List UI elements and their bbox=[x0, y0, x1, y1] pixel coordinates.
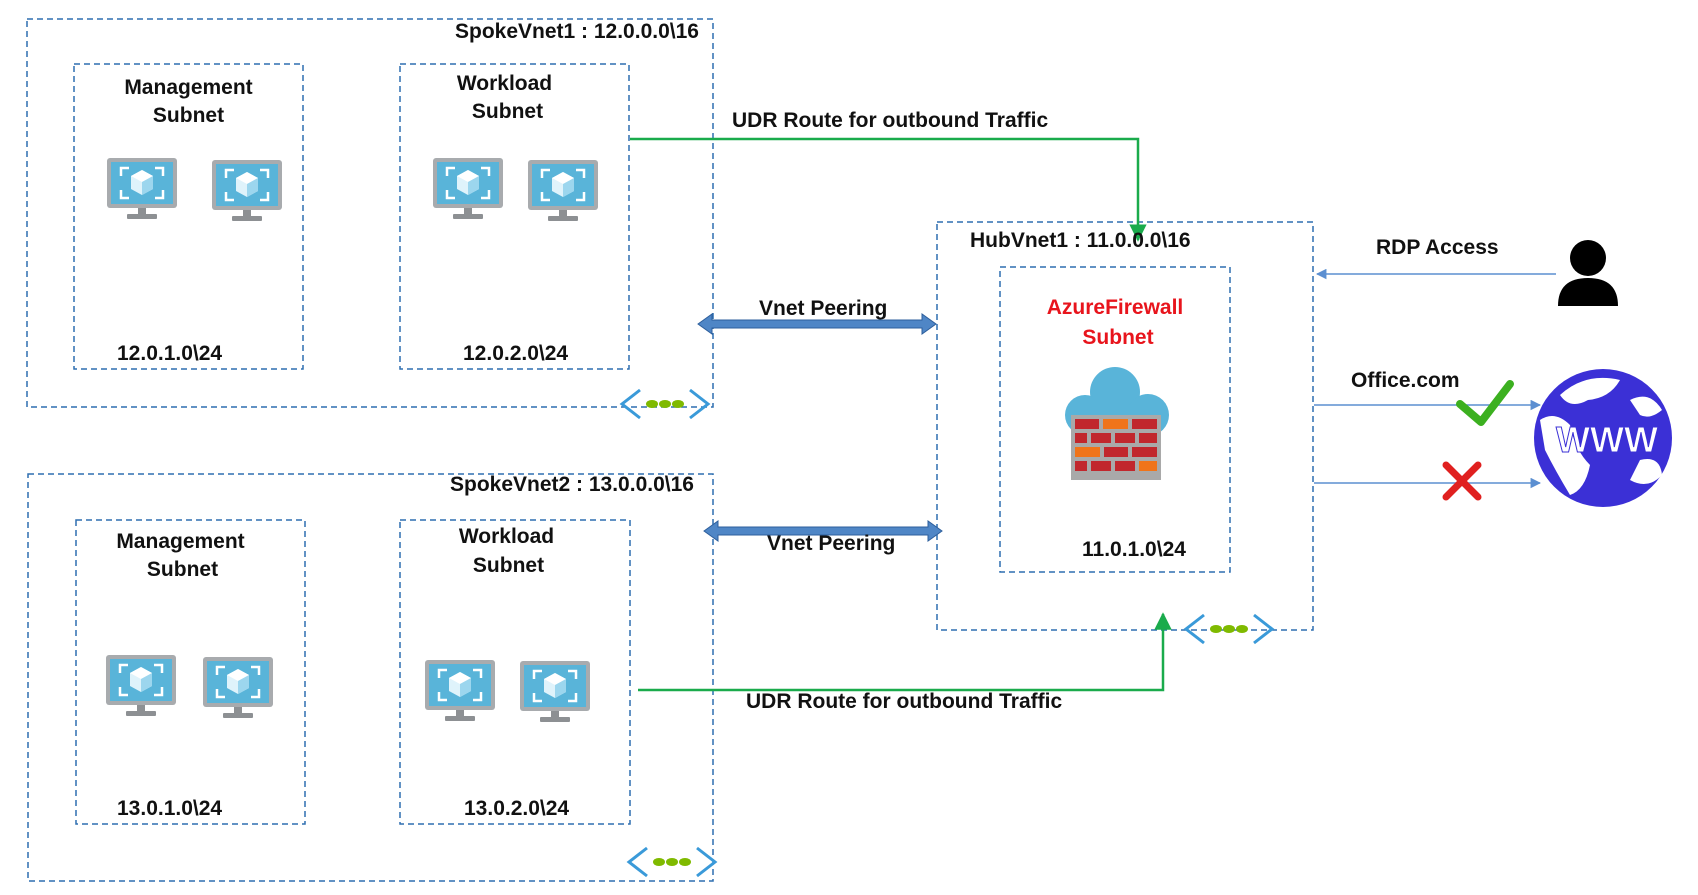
rdp-label: RDP Access bbox=[1376, 236, 1499, 259]
spoke1-mgmt-vm-1-icon bbox=[105, 156, 179, 221]
spoke2-mgmt-label-line2: Subnet bbox=[146, 558, 219, 581]
firewall-label-line2: Subnet bbox=[1082, 326, 1154, 349]
peering-top-label: Vnet Peering bbox=[759, 297, 888, 320]
hub-vnet-box bbox=[936, 221, 1314, 631]
peering-bottom-arrow bbox=[703, 520, 943, 542]
spoke1-workload-vm-1-icon bbox=[431, 156, 505, 221]
spoke2-workload-vm-2-icon bbox=[518, 659, 592, 724]
spoke1-mgmt-cidr: 12.0.1.0\24 bbox=[117, 342, 223, 365]
hub-title: HubVnet1 : 11.0.0.0\16 bbox=[970, 229, 1191, 252]
spoke2-workload-vm-1-icon bbox=[423, 658, 497, 723]
spoke1-title: SpokeVnet1 : 12.0.0.0\16 bbox=[455, 20, 699, 43]
spoke2-workload-label-line2: Subnet bbox=[472, 554, 545, 577]
spoke2-workload-cidr: 13.0.2.0\24 bbox=[464, 797, 570, 820]
spoke2-vnet-box bbox=[27, 473, 714, 882]
spoke2-workload-subnet-box bbox=[399, 519, 631, 825]
spoke2-title: SpokeVnet2 : 13.0.0.0\16 bbox=[450, 473, 694, 496]
svg-text:WWW: WWW bbox=[1556, 419, 1658, 460]
spoke1-workload-label-line1: Workload bbox=[456, 72, 553, 95]
spoke2-mgmt-vm-1-icon bbox=[104, 653, 178, 718]
spoke1-mgmt-label-line1: Management bbox=[124, 76, 253, 99]
spoke1-workload-vm-2-icon bbox=[526, 158, 600, 223]
udr-top-label: UDR Route for outbound Traffic bbox=[732, 109, 1049, 132]
udr-top-line bbox=[630, 137, 1147, 242]
spoke2-mgmt-label-line1: Management bbox=[116, 530, 245, 553]
spoke2-mgmt-vm-2-icon bbox=[201, 655, 275, 720]
hub-vnet-icon bbox=[1184, 613, 1274, 645]
firewall-subnet-box bbox=[999, 266, 1231, 573]
spoke1-mgmt-vm-2-icon bbox=[210, 158, 284, 223]
green-check-icon bbox=[1456, 380, 1514, 426]
spoke2-mgmt-cidr: 13.0.1.0\24 bbox=[117, 797, 223, 820]
spoke1-mgmt-label-line2: Subnet bbox=[152, 104, 225, 127]
peering-bottom-label: Vnet Peering bbox=[767, 532, 896, 555]
firewall-label-line1: AzureFirewall bbox=[1046, 296, 1184, 319]
red-x-icon bbox=[1442, 461, 1482, 501]
udr-bottom-label: UDR Route for outbound Traffic bbox=[746, 690, 1063, 713]
azure-firewall-icon bbox=[1065, 367, 1169, 480]
user-icon bbox=[1558, 240, 1618, 306]
spoke2-vnet-icon bbox=[627, 846, 717, 878]
spoke1-vnet-box bbox=[26, 18, 714, 408]
spoke1-mgmt-subnet-box bbox=[73, 63, 304, 370]
spoke1-workload-cidr: 12.0.2.0\24 bbox=[463, 342, 569, 365]
peering-top-arrow bbox=[697, 313, 937, 335]
spoke1-vnet-icon bbox=[620, 388, 710, 420]
office-label: Office.com bbox=[1351, 369, 1460, 392]
udr-bottom-line bbox=[638, 612, 1172, 692]
spoke1-workload-label-line2: Subnet bbox=[471, 100, 544, 123]
www-globe-icon: WWW bbox=[1534, 369, 1672, 507]
spoke2-workload-label-line1: Workload bbox=[458, 525, 555, 548]
spoke1-workload-subnet-box bbox=[399, 63, 630, 370]
firewall-cidr: 11.0.1.0\24 bbox=[1082, 538, 1186, 561]
spoke2-mgmt-subnet-box bbox=[75, 519, 306, 825]
